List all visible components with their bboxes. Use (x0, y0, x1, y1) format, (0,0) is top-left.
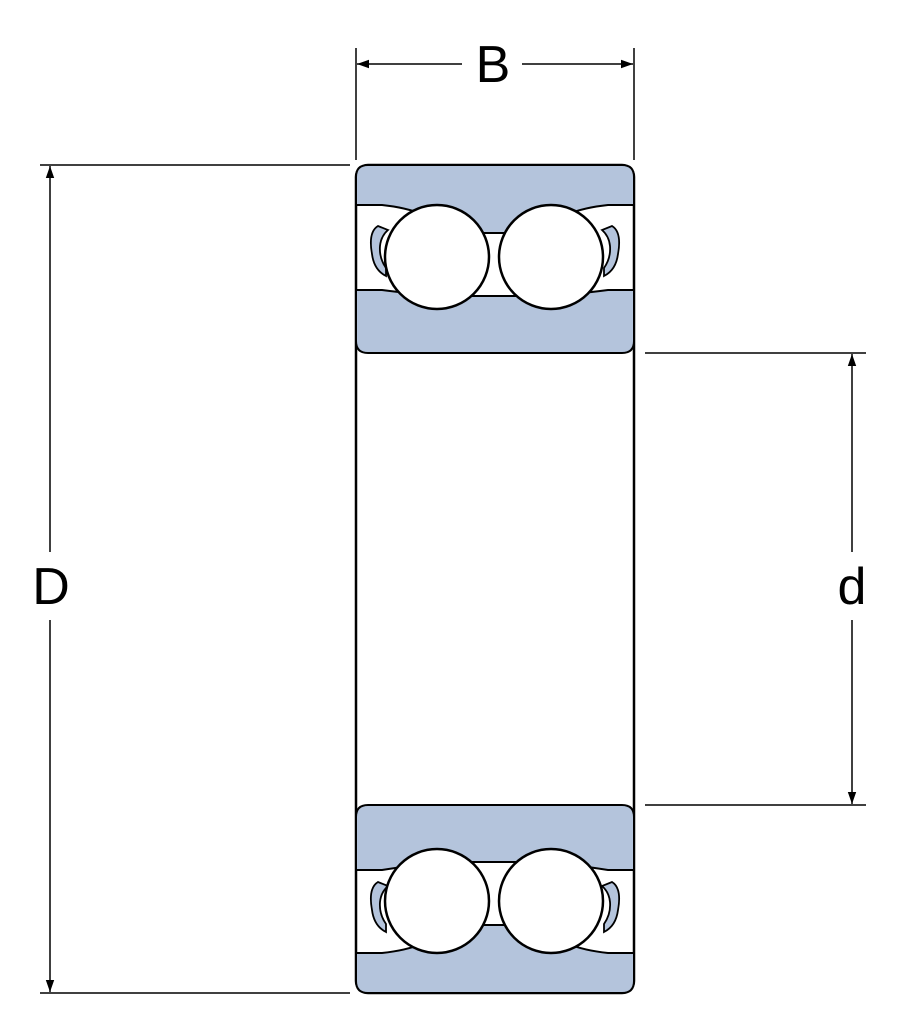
label-bore: d (838, 558, 867, 616)
top-left-ball (383, 203, 491, 311)
top-right-ball (497, 203, 605, 311)
bottom-inner-ring (355, 804, 635, 871)
bottom-right-seal (600, 880, 621, 934)
label-outer-diameter: D (32, 558, 70, 616)
top-inner-ring (355, 289, 635, 354)
top-right-seal (600, 224, 621, 278)
label-b: B (476, 36, 511, 94)
bottom-section (355, 804, 635, 994)
bottom-left-seal (369, 880, 390, 934)
dimension-d-outer (40, 164, 350, 994)
top-section (355, 164, 635, 354)
bottom-left-ball (383, 847, 491, 955)
dimension-d-bore (645, 352, 866, 806)
bottom-right-ball (497, 847, 605, 955)
dimension-b (355, 48, 635, 160)
